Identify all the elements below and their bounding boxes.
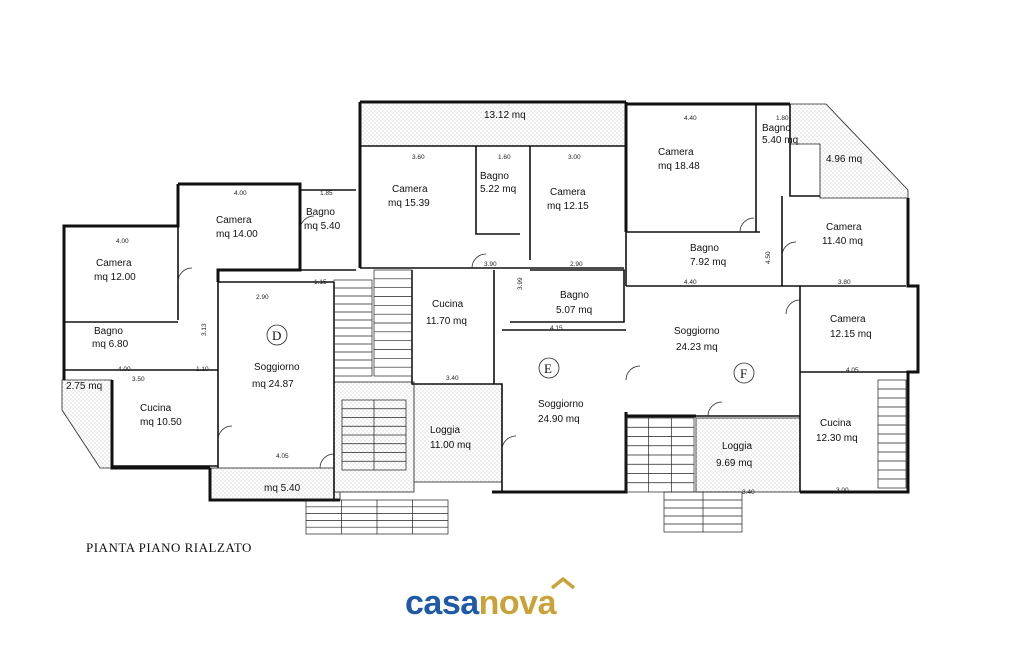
room-name-label: Camera bbox=[826, 222, 862, 233]
room-name-label: Loggia bbox=[430, 425, 460, 436]
room-labels: 13.12 mq Camera mq 15.39 Bagno 5.22 mq C… bbox=[66, 110, 872, 494]
dimension-label: 4.00 bbox=[234, 190, 247, 197]
loggia-f-area bbox=[695, 417, 801, 493]
dimension-label: 4.05 bbox=[846, 367, 859, 374]
room-name-label: Cucina bbox=[820, 418, 852, 429]
dimension-label: 1.15 bbox=[314, 279, 327, 286]
stair-steps bbox=[306, 278, 906, 534]
room-area-label: mq 18.48 bbox=[658, 161, 700, 172]
dimension-label: 4.05 bbox=[276, 453, 289, 460]
top-terrace-area bbox=[359, 101, 627, 147]
room-name-label: Camera bbox=[550, 187, 586, 198]
right-terrace-area bbox=[789, 103, 909, 199]
room-area-label: mq 14.00 bbox=[216, 229, 258, 240]
interior-walls bbox=[64, 104, 908, 500]
terrace-area-label: mq 5.40 bbox=[264, 483, 301, 494]
room-area-label: mq 15.39 bbox=[388, 198, 430, 209]
unit-letter: E bbox=[544, 361, 552, 376]
room-area-label: 5.22 mq bbox=[480, 184, 516, 195]
dimension-label: 4.50 bbox=[765, 251, 772, 264]
room-name-label: Cucina bbox=[432, 299, 464, 310]
room-name-label: Soggiorno bbox=[254, 362, 300, 373]
room-name-label: Loggia bbox=[722, 441, 752, 452]
room-name-label: Bagno bbox=[762, 123, 791, 134]
top-terrace-area-label: 13.12 mq bbox=[484, 110, 526, 121]
room-area-label: 9.69 mq bbox=[716, 458, 752, 469]
dimension-label: 1.85 bbox=[320, 190, 333, 197]
room-area-label: mq 12.00 bbox=[94, 272, 136, 283]
room-area-label: mq 5.40 bbox=[304, 221, 341, 232]
terrace-area-label: 2.75 mq bbox=[66, 381, 102, 392]
dimension-label: 1.80 bbox=[776, 115, 789, 122]
dimension-label: 3.80 bbox=[838, 279, 851, 286]
loggia-e-area bbox=[411, 383, 503, 483]
unit-letter: D bbox=[272, 328, 281, 343]
dimension-label: 3.90 bbox=[484, 261, 497, 268]
dimension-label: 4.00 bbox=[116, 238, 129, 245]
dimension-label: 4.40 bbox=[684, 279, 697, 286]
room-area-label: 24.23 mq bbox=[676, 342, 718, 353]
room-name-label: Camera bbox=[392, 184, 428, 195]
room-name-label: Bagno bbox=[94, 326, 123, 337]
room-area-label: mq 10.50 bbox=[140, 417, 182, 428]
plan-title: PIANTA PIANO RIALZATO bbox=[86, 540, 252, 555]
room-area-label: 12.15 mq bbox=[830, 329, 872, 340]
room-name-label: Camera bbox=[658, 147, 694, 158]
dimension-label: 2.90 bbox=[256, 294, 269, 301]
dimension-label: 3.99 bbox=[517, 277, 524, 290]
dimension-label: 4.15 bbox=[550, 325, 563, 332]
roof-icon bbox=[550, 577, 576, 590]
dimension-label: 2.90 bbox=[570, 261, 583, 268]
room-area-label: 7.92 mq bbox=[690, 257, 726, 268]
room-area-label: 11.00 mq bbox=[430, 440, 471, 451]
dimension-label: 3.00 bbox=[568, 154, 581, 161]
dimension-label: 3.60 bbox=[412, 154, 425, 161]
dimension-label: 3.50 bbox=[132, 376, 145, 383]
room-area-label: 11.40 mq bbox=[822, 236, 863, 247]
room-name-label: Bagno bbox=[306, 207, 335, 218]
room-name-label: Camera bbox=[96, 258, 132, 269]
door-swings bbox=[177, 215, 801, 469]
room-area-label: 5.07 mq bbox=[556, 305, 592, 316]
room-area-label: mq 6.80 bbox=[92, 339, 129, 350]
room-name-label: Camera bbox=[216, 215, 252, 226]
room-area-label: mq 12.15 bbox=[547, 201, 589, 212]
room-area-label: 24.90 mq bbox=[538, 414, 580, 425]
room-area-label: mq 24.87 bbox=[252, 379, 294, 390]
room-area-label: 5.40 mq bbox=[762, 135, 798, 146]
unit-letter: F bbox=[740, 366, 747, 381]
dimension-label: 4.40 bbox=[684, 115, 697, 122]
dimension-label: 3.00 bbox=[836, 487, 849, 494]
room-name-label: Bagno bbox=[560, 290, 589, 301]
terrace-area-label: 4.96 mq bbox=[826, 154, 862, 165]
dimension-label: 1.10 bbox=[196, 366, 209, 373]
room-name-label: Camera bbox=[830, 314, 866, 325]
room-area-label: 12.30 mq bbox=[816, 433, 858, 444]
room-name-label: Bagno bbox=[690, 243, 719, 254]
logo-casa-text: casa bbox=[405, 584, 479, 622]
dimension-label: 3.13 bbox=[201, 323, 208, 336]
room-area-label: 11.70 mq bbox=[426, 316, 467, 327]
logo-nova-text: nova bbox=[478, 584, 557, 622]
room-name-label: Bagno bbox=[480, 171, 509, 182]
room-name-label: Cucina bbox=[140, 403, 172, 414]
room-name-label: Soggiorno bbox=[538, 399, 584, 410]
dimension-label: 1.60 bbox=[498, 154, 511, 161]
dimension-label: 3.40 bbox=[446, 375, 459, 382]
bottom-left-terrace-area bbox=[209, 467, 341, 501]
unit-markers: D E F bbox=[266, 324, 755, 384]
room-name-label: Soggiorno bbox=[674, 326, 720, 337]
casanova-logo: casanova bbox=[405, 577, 576, 624]
dimension-labels: 4.40 1.80 3.60 1.60 3.00 4.00 1.85 4.00 … bbox=[116, 115, 859, 496]
dimension-label: 3.40 bbox=[742, 489, 755, 496]
dimension-label: 4.00 bbox=[118, 366, 131, 373]
left-terrace-area bbox=[61, 379, 113, 469]
